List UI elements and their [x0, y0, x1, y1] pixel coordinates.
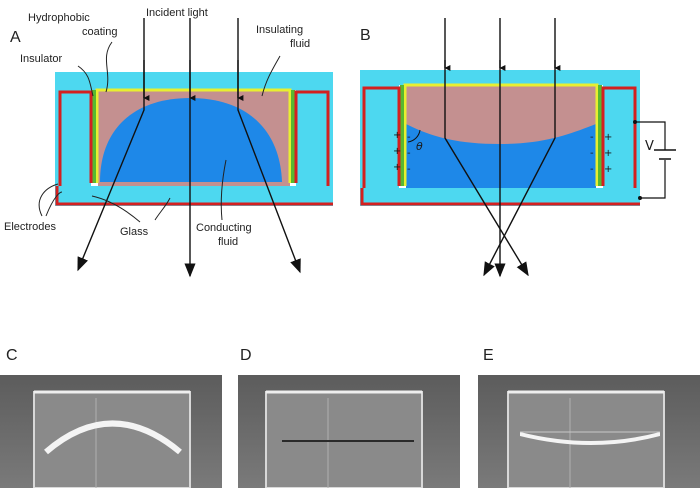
label-insulating-2: fluid — [290, 38, 310, 50]
leader-conducting — [220, 159, 227, 221]
panel-b-diagram: + + + - - - + + + - - - — [360, 18, 676, 278]
label-hydrophobic-1: Hydrophobic — [28, 12, 90, 24]
svg-text:-: - — [407, 148, 411, 159]
electrode-bottom-a — [55, 186, 333, 206]
contact-angle-label: θ — [416, 140, 423, 153]
svg-text:-: - — [590, 148, 594, 159]
label-incident-light: Incident light — [146, 7, 208, 19]
conducting-droplet-a — [100, 98, 282, 182]
side-glass-left-b — [360, 85, 399, 188]
meniscus-concave-e — [520, 432, 660, 445]
bottom-glass-a — [55, 186, 333, 206]
label-hydrophobic-2: coating — [82, 26, 117, 38]
photo-c — [0, 375, 222, 488]
leader-electrodes-2 — [45, 191, 63, 217]
voltage-label: V — [645, 139, 654, 154]
electrode-left-a — [58, 90, 93, 186]
photo-d — [238, 375, 460, 488]
panel-label-a: A — [10, 29, 21, 46]
terminal-top — [633, 120, 637, 124]
label-conducting-2: fluid — [218, 236, 238, 248]
panel-label-d: D — [240, 347, 252, 364]
ray-a-1-exit — [77, 60, 145, 272]
insulator-left-a — [92, 90, 96, 183]
ray-a-3-exit — [237, 60, 301, 274]
electrode-right-a — [294, 90, 330, 186]
conducting-fluid-b — [406, 124, 596, 188]
svg-text:+: + — [604, 132, 612, 143]
leader-glass-2 — [154, 197, 171, 221]
svg-text:+: + — [393, 146, 401, 157]
label-glass: Glass — [120, 226, 149, 238]
leader-hydrophobic — [105, 41, 113, 93]
svg-text:+: + — [393, 130, 401, 141]
meniscus-convex-c — [44, 420, 182, 455]
insulator-right-b — [598, 85, 602, 186]
svg-text:+: + — [604, 148, 612, 159]
electrode-left-b — [362, 86, 401, 188]
hydrophobic-coating-b — [403, 83, 599, 186]
electrode-right-b — [601, 86, 637, 188]
label-insulator: Insulator — [20, 53, 63, 65]
hydrophobic-coating-a — [95, 88, 292, 183]
label-electrodes: Electrodes — [4, 221, 56, 233]
leader-insulating — [261, 55, 281, 97]
terminal-bottom — [638, 196, 642, 200]
svg-text:+: + — [604, 164, 612, 175]
svg-text:-: - — [590, 164, 594, 175]
contact-angle-arc — [407, 129, 421, 143]
insulator-right-a — [291, 90, 295, 183]
panel-label-c: C — [6, 347, 18, 364]
svg-text:-: - — [590, 132, 594, 143]
top-glass-a — [55, 72, 333, 90]
voltage-wire — [635, 121, 666, 199]
leader-glass-1 — [91, 195, 141, 223]
ray-b-3-path — [483, 60, 556, 277]
svg-text:-: - — [407, 132, 411, 143]
photo-e — [478, 375, 700, 488]
panel-label-e: E — [483, 347, 494, 364]
panel-label-b: B — [360, 27, 371, 44]
panel-a-diagram — [38, 18, 333, 278]
label-conducting-1: Conducting — [196, 222, 252, 234]
svg-text:-: - — [407, 164, 411, 175]
leader-electrodes-1 — [38, 183, 59, 217]
svg-text:+: + — [393, 162, 401, 173]
insulator-left-b — [400, 85, 404, 186]
label-insulating-1: Insulating — [256, 24, 303, 36]
leader-insulator — [77, 65, 94, 97]
electrode-bottom-b — [360, 188, 640, 206]
charge-markers: + + + - - - + + + - - - — [393, 130, 612, 175]
